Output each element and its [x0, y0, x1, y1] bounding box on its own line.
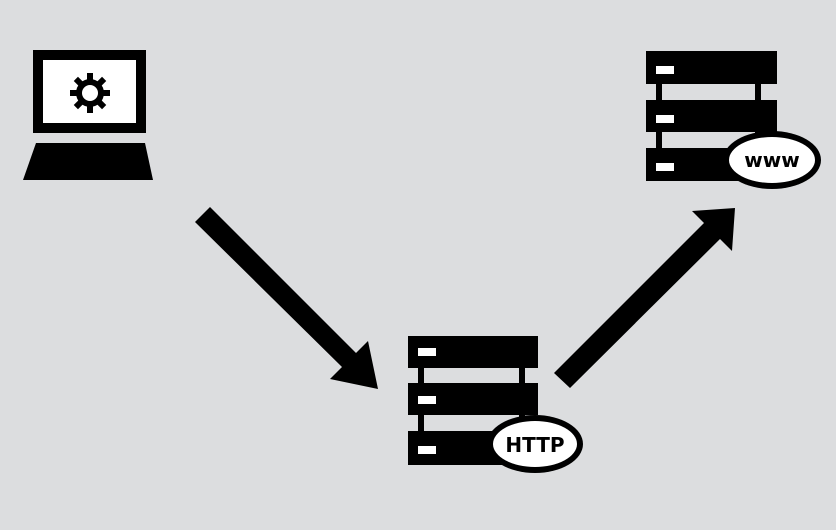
arrow-icon	[195, 207, 378, 389]
arrow-icon	[554, 208, 735, 388]
www-badge: www	[723, 131, 821, 189]
laptop-gear-icon	[23, 50, 153, 180]
www-badge-label: www	[744, 148, 799, 172]
http-badge-label: HTTP	[505, 433, 564, 457]
http-badge: HTTP	[487, 415, 583, 473]
gear-icon	[70, 73, 110, 113]
